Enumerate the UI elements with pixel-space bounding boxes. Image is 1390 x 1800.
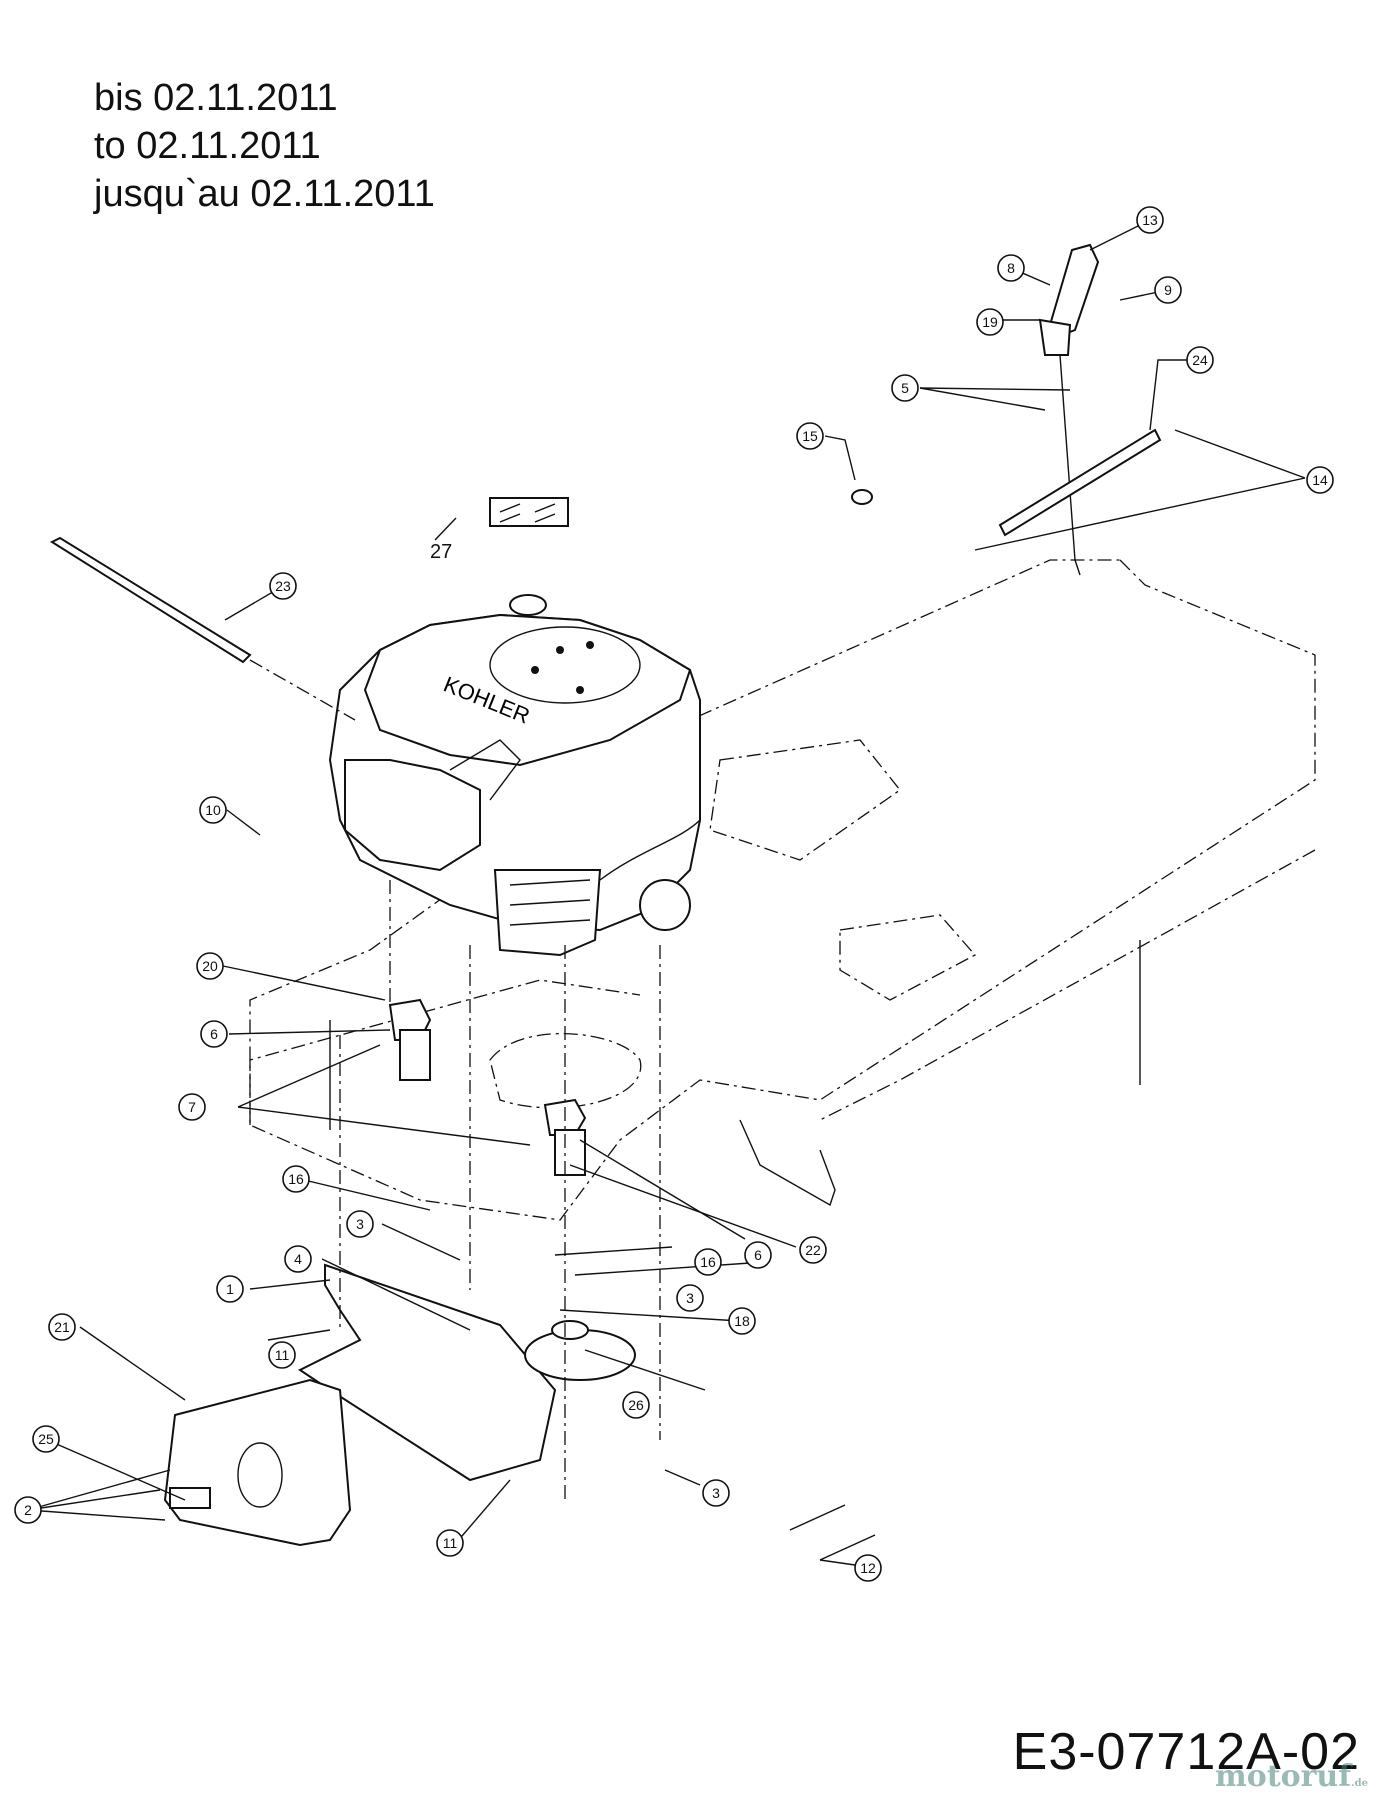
callout-27: 27 [430, 541, 452, 563]
svg-text:2: 2 [24, 1502, 32, 1518]
callout-11-bottom: 11 [436, 1529, 464, 1557]
callout-18: 18 [728, 1307, 756, 1335]
svg-text:21: 21 [54, 1319, 70, 1335]
callout-21: 20 [196, 952, 224, 980]
callout-2: 2 [14, 1496, 42, 1524]
svg-text:3: 3 [356, 1216, 364, 1232]
svg-text:15: 15 [802, 428, 818, 444]
drawing-number: E3-07712A-02 [1012, 1723, 1360, 1781]
svg-text:16: 16 [700, 1254, 716, 1270]
svg-text:8: 8 [1007, 260, 1015, 276]
watermark-suffix: .de [1351, 1778, 1368, 1789]
callout-3-mid: 3 [676, 1284, 704, 1312]
validity-line-en: to 02.11.2011 [94, 125, 321, 167]
svg-text:22: 22 [805, 1242, 821, 1258]
svg-text:6: 6 [210, 1026, 218, 1042]
callout-4: 4 [284, 1245, 312, 1273]
centre-lines [339, 880, 661, 1500]
part-26-pulley [524, 1320, 636, 1381]
svg-text:9: 9 [1164, 282, 1172, 298]
callout-24: 24 [1186, 346, 1214, 374]
part-15-grommet [851, 489, 873, 505]
svg-text:1: 1 [226, 1281, 234, 1297]
callout-6-right: 6 [744, 1241, 772, 1269]
throttle-assembly [1038, 243, 1100, 576]
callout-19: 19 [976, 308, 1004, 336]
part-27-label [489, 497, 569, 527]
part-12-pin-a [789, 1504, 846, 1531]
svg-text:18: 18 [734, 1313, 750, 1329]
callout-13: 14 [1306, 466, 1334, 494]
callout-16-right: 16 [694, 1248, 722, 1276]
part-20-muffler [163, 1378, 352, 1547]
watermark-text: motoruf [1215, 1759, 1352, 1794]
callout-25: 25 [32, 1425, 60, 1453]
callout-11-left: 11 [268, 1341, 296, 1369]
svg-text:14: 14 [1312, 472, 1328, 488]
svg-text:7: 7 [188, 1099, 196, 1115]
svg-text:5: 5 [901, 380, 909, 396]
callout-16-left: 16 [282, 1165, 310, 1193]
callout-9: 9 [1154, 276, 1182, 304]
validity-note: bis 02.11.2011 to 02.11.2011 jusqu`au 02… [94, 74, 435, 218]
svg-text:6: 6 [754, 1247, 762, 1263]
validity-line-fr: jusqu`au 02.11.2011 [94, 173, 435, 215]
svg-text:19: 19 [982, 314, 998, 330]
svg-text:23: 23 [275, 578, 291, 594]
svg-text:13: 13 [1142, 212, 1158, 228]
callout-7: 7 [178, 1093, 206, 1121]
svg-text:26: 26 [628, 1397, 644, 1413]
callout-3-top: 3 [346, 1210, 374, 1238]
callout-26: 26 [622, 1391, 650, 1419]
callout-6-left: 6 [200, 1020, 228, 1048]
svg-text:4: 4 [294, 1251, 302, 1267]
callout-22: 22 [799, 1236, 827, 1264]
svg-text:24: 24 [1192, 352, 1208, 368]
callout-12: 12 [854, 1554, 882, 1582]
svg-text:3: 3 [686, 1290, 694, 1306]
svg-text:11: 11 [443, 1535, 458, 1551]
callout-10: 10 [199, 796, 227, 824]
svg-text:3: 3 [712, 1485, 720, 1501]
engine: KOHLER [328, 594, 701, 957]
svg-text:10: 10 [205, 802, 221, 818]
validity-line-de: bis 02.11.2011 [94, 77, 338, 119]
svg-text:16: 16 [288, 1171, 304, 1187]
part-24-rod [998, 428, 1162, 537]
callout-5: 5 [891, 374, 919, 402]
svg-text:25: 25 [38, 1431, 54, 1447]
callout-8: 8 [997, 254, 1025, 282]
svg-text:27: 27 [430, 541, 452, 563]
leader-lines [27, 219, 1306, 1566]
callout-14: 13 [1136, 206, 1164, 234]
svg-text:11: 11 [275, 1347, 290, 1363]
callout-23: 23 [269, 572, 297, 600]
part-23-tube [49, 536, 356, 721]
svg-text:12: 12 [860, 1560, 876, 1576]
callout-3-bottom: 3 [702, 1479, 730, 1507]
callout-20: 21 [48, 1313, 76, 1341]
callout-15: 15 [796, 422, 824, 450]
part-12-pin-b [819, 1534, 876, 1561]
callout-1: 1 [216, 1275, 244, 1303]
svg-text:20: 20 [202, 958, 218, 974]
engine-mount-parts [329, 998, 587, 1176]
watermark-logo: motoruf.de [1215, 1759, 1368, 1794]
